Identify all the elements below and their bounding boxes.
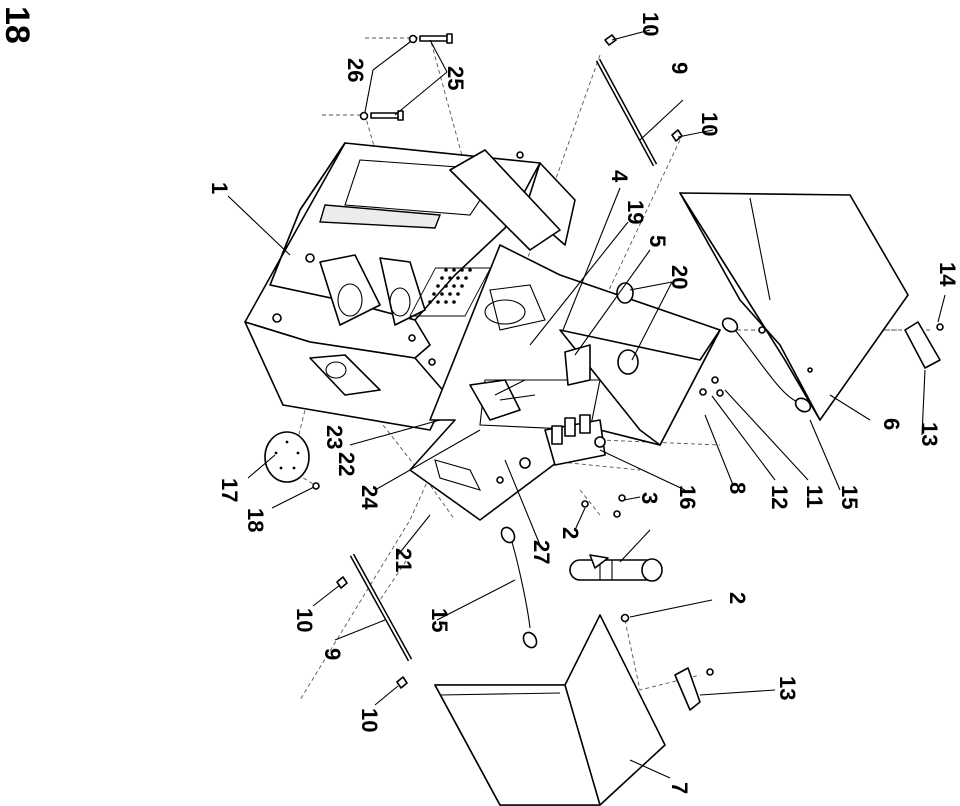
callout-10-top: 10: [638, 12, 663, 36]
leader-lines: [227, 29, 946, 779]
main-housing: [244, 142, 576, 431]
nut-18: [312, 482, 320, 490]
callout-4: 4: [607, 170, 632, 183]
small-hardware: [581, 376, 724, 623]
callout-18: 18: [243, 508, 268, 532]
callout-27: 27: [529, 540, 554, 564]
ground-strap-bottom: [500, 526, 538, 649]
callout-25: 25: [443, 66, 468, 90]
vent-grid: [409, 267, 492, 317]
callout-12: 12: [767, 485, 792, 509]
callout-14: 14: [935, 262, 960, 287]
callout-20: 20: [667, 265, 692, 289]
rod-top: [595, 58, 658, 167]
callout-3: 3: [637, 492, 662, 504]
callout-9-bottom: 9: [320, 648, 345, 660]
callout-13-bottom: 13: [775, 676, 800, 700]
callout-7: 7: [667, 782, 692, 794]
callout-10-bottom: 10: [357, 708, 382, 732]
rod-bottom: [349, 553, 413, 662]
rod-clips: [336, 34, 683, 689]
callout-15-top: 15: [837, 485, 862, 509]
callout-2-low: 2: [725, 592, 750, 604]
bolts: [359, 33, 453, 121]
callout-numbers: 1 26 25 10 9 10 4 19 5 20 14 6 13 15 11 …: [207, 12, 960, 794]
latch-bottom: [674, 667, 714, 711]
callout-5: 5: [645, 235, 670, 247]
callout-13-top: 13: [917, 422, 942, 446]
callout-22: 22: [334, 452, 359, 476]
callout-2-mid: 2: [558, 527, 583, 539]
callout-23: 23: [322, 425, 347, 449]
callout-19: 19: [623, 200, 648, 224]
gasket-plate: [264, 431, 310, 483]
callout-26: 26: [343, 58, 368, 82]
callout-9-top: 9: [667, 62, 692, 74]
callout-10-left: 10: [292, 608, 317, 632]
page-number: 18: [0, 6, 36, 44]
orifice-cylinders: [616, 282, 639, 375]
pilot-bracket: [469, 379, 536, 421]
latch-top: [904, 321, 944, 369]
callout-6: 6: [879, 418, 904, 430]
callout-24: 24: [357, 485, 382, 510]
callout-8: 8: [725, 482, 750, 494]
side-panel-bottom: [434, 614, 666, 806]
valve-block: [544, 414, 606, 466]
side-panel-top: [679, 192, 909, 421]
callout-1: 1: [207, 182, 232, 194]
callout-21: 21: [391, 548, 416, 572]
callout-17: 17: [217, 478, 242, 502]
callout-15-bottom: 15: [427, 608, 452, 632]
mount-bracket: [564, 344, 591, 386]
base-pan: [409, 244, 721, 521]
callout-10-mid: 10: [697, 112, 722, 136]
callout-16: 16: [675, 485, 700, 509]
callout-11: 11: [802, 485, 827, 508]
ground-strap-top: [721, 317, 812, 413]
burner-tube: [569, 554, 663, 582]
